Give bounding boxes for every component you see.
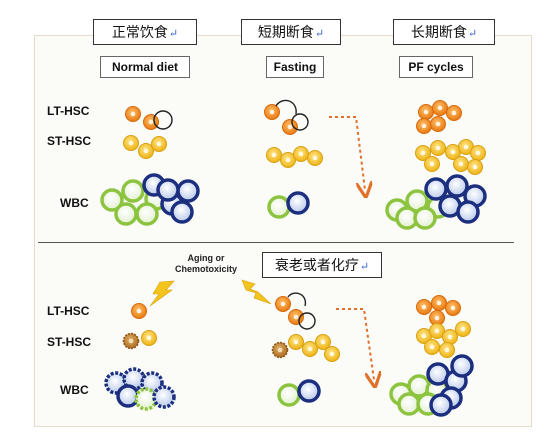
aged-pf-st-hsc [416,321,471,358]
return-icon: ↵ [467,27,478,40]
label-text: 正常饮食 [111,25,168,41]
return-icon: ↵ [359,260,370,273]
aged-pf-lt-hsc [416,295,461,326]
section-divider [38,242,514,243]
aged-normal-lt-hsc [131,303,147,319]
aged-pf-wbc [389,354,474,417]
row-label-lt-hsc-lower: LT-HSC [47,304,90,318]
fasting-wbc [267,191,310,219]
pf-cycles-st-hsc [415,139,486,175]
aged-fasting-st-hsc [271,334,340,362]
lightning-bolt-icon [241,279,272,305]
aged-fasting-lt-hsc [275,292,316,330]
lightning-bolt-icon [149,280,175,307]
label-text: 衰老或者化疗 [274,258,359,274]
normal-diet-lt-hsc [125,106,173,130]
row-label-st-hsc-lower: ST-HSC [47,335,92,349]
return-icon: ↵ [314,27,325,40]
aging-chemotoxicity-label: Aging or Chemotoxicity [166,253,246,275]
aged-normal-st-hsc [122,330,157,350]
row-label-lt-hsc: LT-HSC [47,104,90,118]
arrow-upper [329,116,365,190]
aging-line-2: Chemotoxicity [174,264,237,274]
pf-cycles-lt-hsc [416,100,462,134]
label-text: 短期断食 [257,25,314,41]
row-label-wbc-lower: WBC [60,383,89,397]
row-label-wbc: WBC [60,196,89,210]
aging-line-1: Aging or [187,253,225,263]
header-fasting: Fasting [266,56,324,78]
fasting-st-hsc [266,146,323,168]
label-text: 长期断食 [410,25,467,41]
arrow-lower [336,308,374,380]
aged-normal-wbc [104,367,176,411]
label-long-term-cn: 长期断食↵ [393,19,495,45]
label-aging-chemo-cn: 衰老或者化疗↵ [262,252,382,278]
header-normal-diet: Normal diet [100,56,190,78]
header-pf-cycles: PF cycles [399,56,473,78]
normal-diet-wbc [100,173,200,226]
aged-fasting-wbc [277,379,321,407]
return-icon: ↵ [168,27,179,40]
fasting-lt-hsc [264,99,309,135]
label-normal-diet-cn: 正常饮食↵ [93,19,197,45]
row-label-st-hsc: ST-HSC [47,134,92,148]
normal-diet-st-hsc [123,135,167,159]
label-fasting-cn: 短期断食↵ [241,19,341,45]
pf-cycles-wbc [385,174,487,230]
